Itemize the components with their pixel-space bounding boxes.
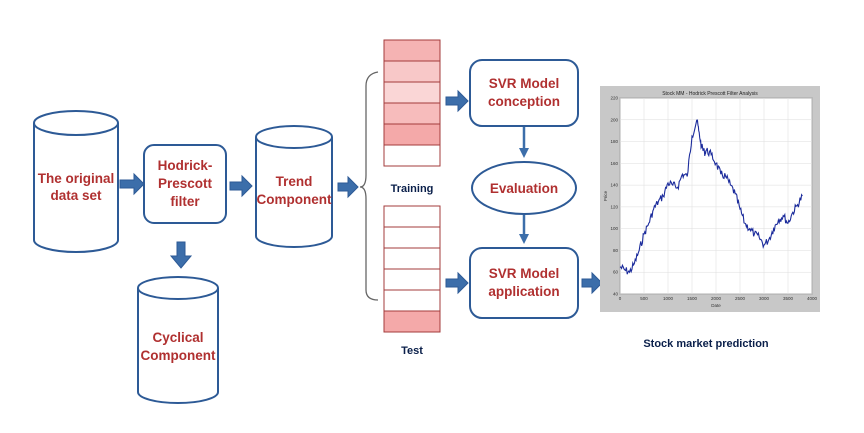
chart-y-tick-label: 180 — [610, 139, 618, 144]
cyclical-label-2: Component — [141, 348, 216, 363]
original-data-label-1: The original — [38, 171, 115, 186]
training-bar — [383, 39, 441, 62]
trend-label-1: Trend — [276, 174, 313, 189]
cyclical-label-1: Cyclical — [152, 330, 203, 345]
training-set-bars — [383, 39, 441, 167]
chart-x-tick-label: 2500 — [735, 296, 746, 301]
evaluation-label: Evaluation — [490, 181, 558, 196]
evaluation-ellipse: Evaluation — [471, 161, 577, 215]
svr-conception-label-1: SVR Model — [489, 76, 560, 91]
svr-conception-label-2: conception — [488, 94, 560, 109]
arrow-test-to-application — [445, 271, 469, 295]
training-bar — [383, 123, 441, 146]
chart-y-tick-label: 100 — [610, 226, 618, 231]
chart-y-tick-label: 60 — [613, 270, 619, 275]
cyclical-component-cylinder: Cyclical Component — [137, 276, 219, 404]
test-bar — [383, 226, 441, 249]
arrow-application-to-chart — [581, 271, 603, 295]
chart-y-tick-label: 80 — [613, 248, 619, 253]
training-bar — [383, 102, 441, 125]
svr-application-label-2: application — [488, 284, 559, 299]
svr-application-label-1: SVR Model — [489, 266, 560, 281]
training-bar — [383, 60, 441, 83]
test-bar — [383, 310, 441, 333]
training-bar — [383, 144, 441, 167]
chart-x-tick-label: 3000 — [759, 296, 770, 301]
arrow-data-to-filter — [119, 172, 145, 196]
chart-y-axis-label: Price — [603, 190, 608, 201]
hp-filter-label-1: Hodrick- — [158, 158, 213, 173]
chart-x-tick-label: 500 — [640, 296, 648, 301]
arrow-trend-to-split — [337, 175, 359, 199]
split-bracket — [359, 71, 379, 301]
test-bar — [383, 268, 441, 291]
chart-x-tick-label: 1500 — [687, 296, 698, 301]
svr-application-box: SVR Model application — [469, 247, 579, 319]
training-label: Training — [391, 183, 434, 195]
chart-y-tick-label: 140 — [610, 183, 618, 188]
chart-x-tick-label: 3500 — [783, 296, 794, 301]
stock-chart: Stock MM - Hodrick Prescott Filter Analy… — [600, 86, 820, 312]
hp-filter-box: Hodrick- Prescott filter — [143, 144, 227, 224]
chart-x-tick-label: 4000 — [807, 296, 818, 301]
chart-y-tick-label: 40 — [613, 292, 619, 297]
hp-filter-label-3: filter — [170, 194, 200, 209]
trend-component-cylinder: Trend Component — [255, 125, 333, 248]
original-data-cylinder: The original data set — [33, 110, 119, 253]
prediction-caption: Stock market prediction — [643, 338, 769, 350]
chart-y-tick-label: 200 — [610, 117, 618, 122]
test-label: Test — [401, 345, 423, 357]
chart-x-tick-label: 1000 — [663, 296, 674, 301]
chart-x-tick-label: 0 — [619, 296, 622, 301]
chart-x-ticks: 0 500 1000 1500 2000 2500 3000 3500 4000 — [619, 296, 818, 301]
chart-y-ticks: 40 60 80 100 120 140 160 180 200 220 — [610, 96, 618, 297]
chart-x-tick-label: 2000 — [711, 296, 722, 301]
arrow-filter-to-cyclical — [169, 241, 193, 269]
original-data-label-2: data set — [50, 188, 102, 203]
chart-y-tick-label: 220 — [610, 96, 618, 101]
test-set-bars — [383, 205, 441, 333]
training-bar — [383, 81, 441, 104]
hp-filter-label-2: Prescott — [158, 176, 213, 191]
arrow-training-to-conception — [445, 89, 469, 113]
chart-series-line — [619, 119, 803, 275]
test-bar — [383, 289, 441, 312]
test-bar — [383, 247, 441, 270]
test-bar — [383, 205, 441, 228]
chart-y-tick-label: 160 — [610, 161, 618, 166]
chart-y-tick-label: 120 — [610, 204, 618, 209]
arrow-filter-to-trend — [229, 174, 253, 198]
trend-label-2: Component — [257, 192, 332, 207]
svr-conception-box: SVR Model conception — [469, 59, 579, 127]
chart-x-axis-label: Date — [711, 303, 721, 308]
chart-title: Stock MM - Hodrick Prescott Filter Analy… — [662, 91, 758, 97]
